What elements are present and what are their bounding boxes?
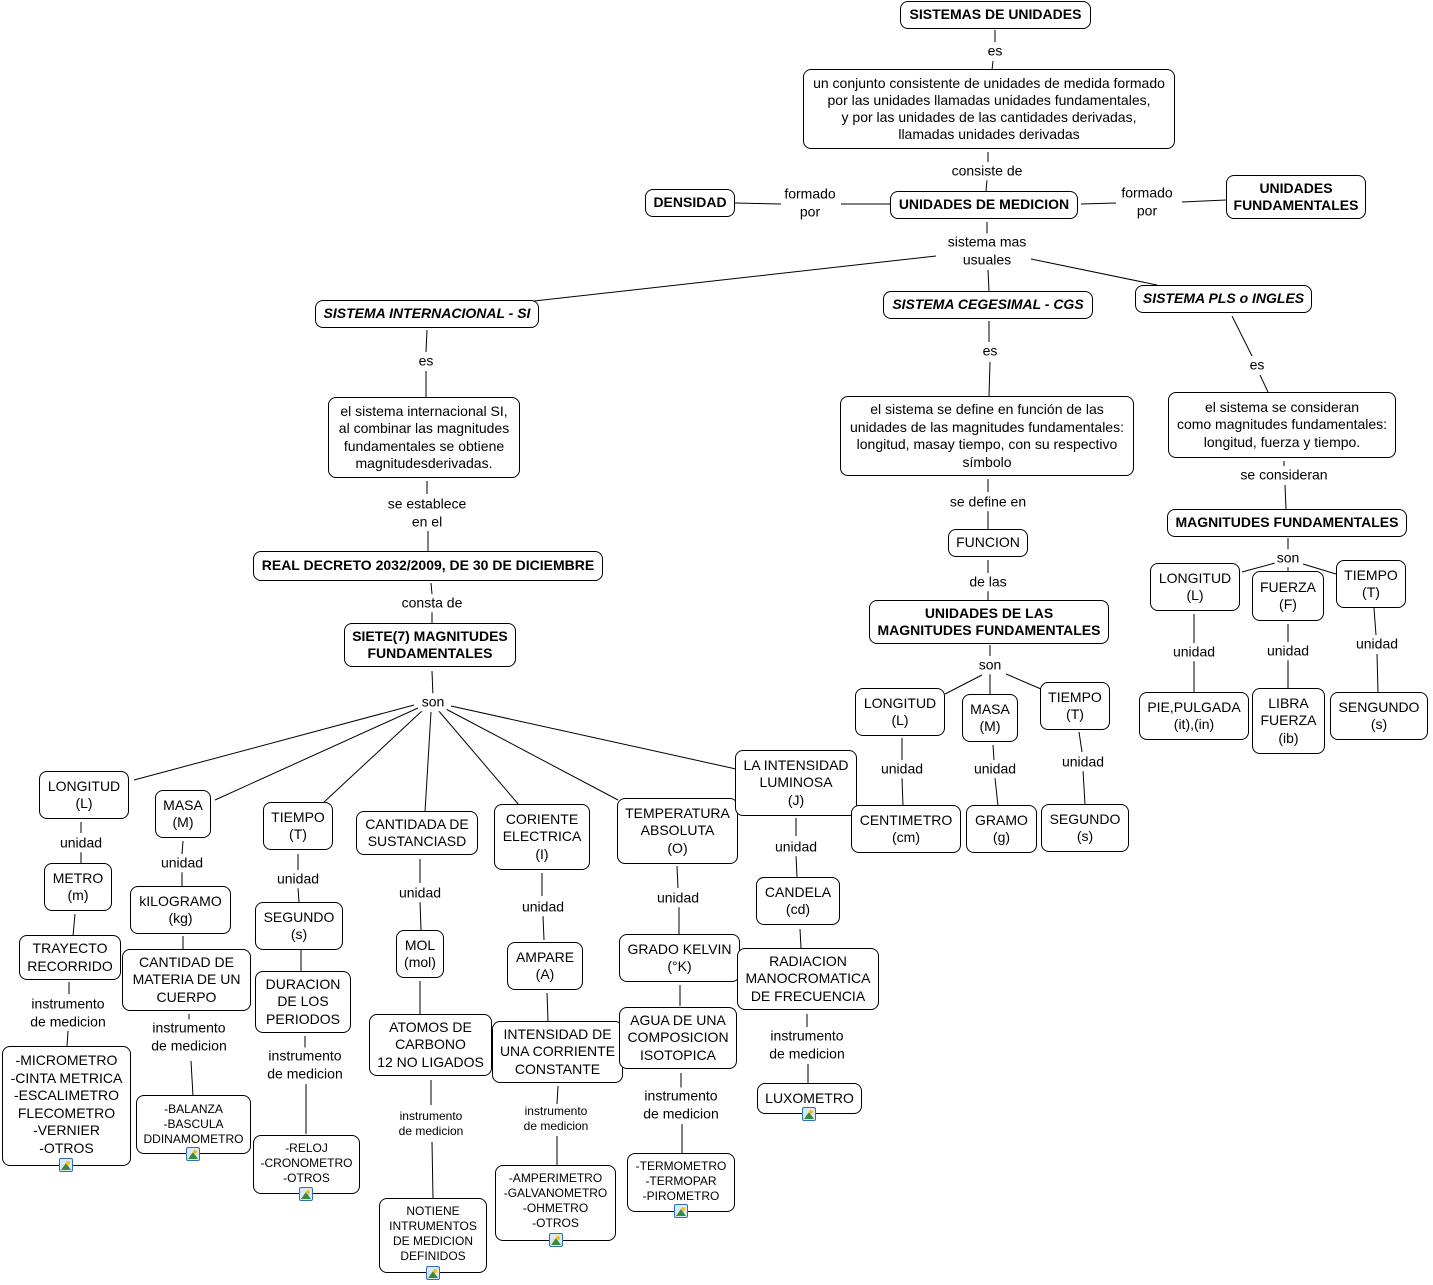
link-label-instrumento: instrumento de medicion bbox=[767, 1027, 847, 1063]
unidades-medicion-node[interactable]: UNIDADES DE MEDICION bbox=[890, 191, 1078, 219]
link-label-son: son bbox=[1274, 549, 1302, 567]
cgs-masa-node[interactable]: MASA (M) bbox=[962, 694, 1018, 742]
si-temperatura-node[interactable]: TEMPERATURA ABSOLUTA (O) bbox=[617, 798, 738, 864]
instrumentos-tiempo-node[interactable]: -RELOJ -CRONOMETRO -OTROS bbox=[253, 1135, 360, 1194]
image-attachment-icon[interactable] bbox=[186, 1147, 200, 1161]
link-label-es: es bbox=[1247, 356, 1267, 374]
link-label-unidad: unidad bbox=[274, 870, 322, 888]
link-label-son: son bbox=[976, 656, 1004, 674]
si-definition-node[interactable]: el sistema internacional SI, al combinar… bbox=[328, 397, 520, 478]
link-label-instrumento: instrumento de medicion bbox=[28, 995, 108, 1031]
link-label-unidad: unidad bbox=[971, 760, 1019, 778]
si-luminosa-node[interactable]: LA INTENSIDAD LUMINOSA (J) bbox=[735, 750, 857, 816]
image-attachment-icon[interactable] bbox=[426, 1266, 440, 1280]
cgs-node[interactable]: SISTEMA CEGESIMAL - CGS bbox=[883, 291, 1093, 319]
link-label-sistema-mas-usuales: sistema mas usuales bbox=[945, 233, 1029, 269]
link-label-formado-por: formado por bbox=[782, 185, 838, 221]
link-label-instrumento: instrumento de medicion bbox=[149, 1019, 229, 1055]
pls-tiempo-node[interactable]: TIEMPO (T) bbox=[1336, 560, 1406, 608]
link-label-unidad: unidad bbox=[878, 760, 926, 778]
definicion-node[interactable]: un conjunto consistente de unidades de m… bbox=[803, 69, 1175, 149]
link-label-es: es bbox=[980, 342, 1000, 360]
link-label-unidad: unidad bbox=[158, 854, 206, 872]
centimetro-node[interactable]: CENTIMETRO (cm) bbox=[851, 805, 961, 853]
image-attachment-icon[interactable] bbox=[674, 1204, 688, 1218]
instrumentos-corriente-node[interactable]: -AMPERIMETRO -GALVANOMETRO -OHMETRO -OTR… bbox=[495, 1165, 616, 1241]
image-attachment-icon[interactable] bbox=[299, 1187, 313, 1201]
metro-node[interactable]: METRO (m) bbox=[44, 863, 112, 911]
link-label-unidad: unidad bbox=[1059, 753, 1107, 771]
link-label-instrumento: instrumento de medicion bbox=[641, 1087, 721, 1123]
candela-node[interactable]: CANDELA (cd) bbox=[756, 877, 840, 925]
duracion-node[interactable]: DURACION DE LOS PERIODOS bbox=[255, 971, 351, 1033]
real-decreto-node[interactable]: REAL DECRETO 2032/2009, DE 30 DE DICIEMB… bbox=[253, 551, 603, 581]
link-label-unidad: unidad bbox=[1170, 643, 1218, 661]
sengundo-node[interactable]: SENGUNDO (s) bbox=[1330, 692, 1428, 740]
image-attachment-icon[interactable] bbox=[802, 1107, 816, 1121]
link-label-unidad: unidad bbox=[654, 889, 702, 907]
cantidad-materia-node[interactable]: CANTIDAD DE MATERIA DE UN CUERPO bbox=[122, 949, 251, 1011]
grado-kelvin-node[interactable]: GRADO KELVIN (°K) bbox=[619, 934, 740, 982]
pls-node[interactable]: SISTEMA PLS o INGLES bbox=[1135, 285, 1312, 313]
si-cantidad-node[interactable]: CANTIDADA DE SUSTANCIASD bbox=[356, 811, 478, 855]
pls-fuerza-node[interactable]: FUERZA (F) bbox=[1252, 571, 1324, 621]
link-label-unidad: unidad bbox=[57, 834, 105, 852]
instrumentos-masa-node[interactable]: -BALANZA -BASCULA DDINAMOMETRO bbox=[136, 1095, 251, 1154]
link-label-unidad: unidad bbox=[519, 898, 567, 916]
funcion-node[interactable]: FUNCION bbox=[948, 529, 1028, 557]
si-masa-node[interactable]: MASA (M) bbox=[155, 790, 211, 838]
link-label-instrumento: instrumento de medicion bbox=[521, 1104, 591, 1134]
pls-magnitudes-node[interactable]: MAGNITUDES FUNDAMENTALES bbox=[1167, 509, 1407, 537]
link-label-se-consideran: se consideran bbox=[1238, 466, 1330, 484]
si-node[interactable]: SISTEMA INTERNACIONAL - SI bbox=[315, 300, 539, 328]
pie-pulgada-node[interactable]: PIE,PULGADA (it),(in) bbox=[1139, 692, 1249, 740]
atomos-node[interactable]: ATOMOS DE CARBONO 12 NO LIGADOS bbox=[369, 1014, 492, 1076]
pls-definition-node[interactable]: el sistema se consideran como magnitudes… bbox=[1168, 392, 1396, 458]
gramo-node[interactable]: GRAMO (g) bbox=[966, 805, 1037, 853]
si-corriente-node[interactable]: CORIENTE ELECTRICA (I) bbox=[494, 804, 590, 870]
link-label-unidad: unidad bbox=[1264, 642, 1312, 660]
segundo-cgs-node[interactable]: SEGUNDO (s) bbox=[1041, 804, 1129, 852]
pls-longitud-node[interactable]: LONGITUD (L) bbox=[1150, 563, 1240, 611]
kilogramo-node[interactable]: kILOGRAMO (kg) bbox=[130, 886, 231, 934]
link-label-unidad: unidad bbox=[772, 838, 820, 856]
link-label-instrumento: instrumento de medicion bbox=[265, 1047, 345, 1083]
link-label-unidad: unidad bbox=[1353, 635, 1401, 653]
cgs-tiempo-node[interactable]: TIEMPO (T) bbox=[1040, 682, 1110, 730]
link-label-es: es bbox=[416, 352, 436, 370]
siete-magnitudes-node[interactable]: SIETE(7) MAGNITUDES FUNDAMENTALES bbox=[344, 623, 516, 667]
intensidad-corriente-node[interactable]: INTENSIDAD DE UNA CORRIENTE CONSTANTE bbox=[492, 1021, 623, 1083]
link-label-se-define-en: se define en bbox=[947, 493, 1029, 511]
mol-node[interactable]: MOL (mol) bbox=[396, 930, 444, 978]
link-label-instrumento: instrumento de medicion bbox=[396, 1109, 466, 1139]
si-tiempo-node[interactable]: TIEMPO (T) bbox=[263, 802, 333, 850]
si-longitud-node[interactable]: LONGITUD (L) bbox=[39, 771, 129, 819]
unidades-fundamentales-node[interactable]: UNIDADES FUNDAMENTALES bbox=[1226, 175, 1366, 219]
image-attachment-icon[interactable] bbox=[549, 1233, 563, 1247]
segundo-si-node[interactable]: SEGUNDO (s) bbox=[255, 902, 343, 950]
link-label-son: son bbox=[419, 693, 447, 711]
cgs-unidades-node[interactable]: UNIDADES DE LAS MAGNITUDES FUNDAMENTALES bbox=[869, 600, 1109, 644]
libra-fuerza-node[interactable]: LIBRA FUERZA (ib) bbox=[1252, 688, 1325, 754]
image-attachment-icon[interactable] bbox=[59, 1158, 73, 1172]
link-label-formado-por: formado por bbox=[1119, 184, 1175, 220]
trayecto-node[interactable]: TRAYECTO RECORRIDO bbox=[19, 935, 121, 980]
densidad-node[interactable]: DENSIDAD bbox=[645, 189, 735, 217]
link-label-consta-de: consta de bbox=[399, 594, 465, 612]
ampare-node[interactable]: AMPARE (A) bbox=[507, 942, 583, 990]
instrumentos-longitud-node[interactable]: -MICROMETRO -CINTA METRICA -ESCALIMETRO … bbox=[2, 1046, 131, 1166]
radiacion-node[interactable]: RADIACION MANOCROMATICA DE FRECUENCIA bbox=[737, 948, 879, 1010]
cgs-longitud-node[interactable]: LONGITUD (L) bbox=[855, 688, 945, 736]
instrumentos-cantidad-node[interactable]: NOTIENE INTRUMENTOS DE MEDICION DEFINIDO… bbox=[379, 1198, 487, 1273]
agua-node[interactable]: AGUA DE UNA COMPOSICION ISOTOPICA bbox=[619, 1007, 737, 1069]
root-node[interactable]: SISTEMAS DE UNIDADES bbox=[900, 1, 1091, 29]
cgs-definition-node[interactable]: el sistema se define en función de las u… bbox=[840, 396, 1134, 476]
link-label-unidad: unidad bbox=[396, 884, 444, 902]
link-label-consiste-de: consiste de bbox=[949, 162, 1025, 180]
link-label-de-las: de las bbox=[967, 573, 1009, 591]
link-label-se-establece: se establece en el bbox=[385, 495, 469, 531]
link-label-es: es bbox=[985, 42, 1005, 60]
